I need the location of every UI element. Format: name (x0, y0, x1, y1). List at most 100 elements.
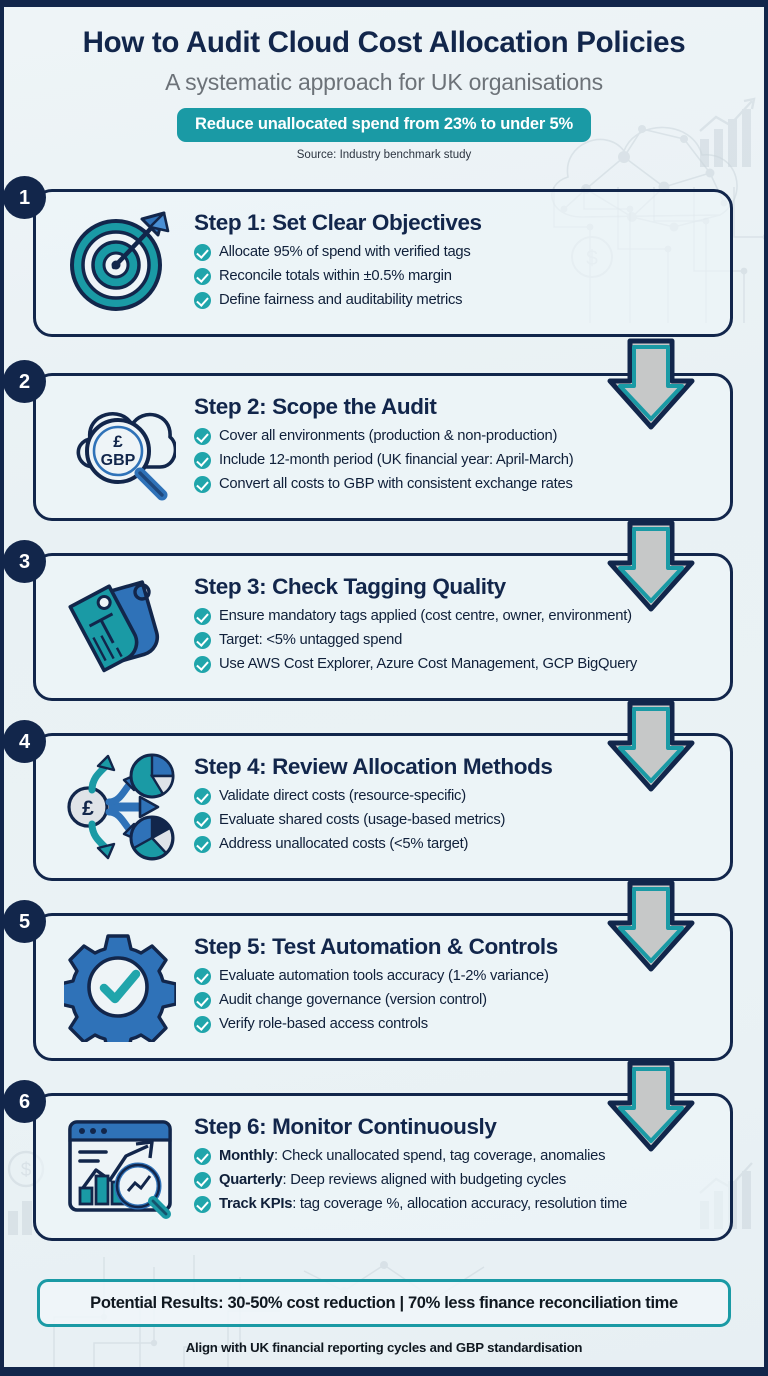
list-item: Track KPIs: tag coverage %, allocation a… (194, 1195, 716, 1215)
svg-text:GBP: GBP (101, 452, 136, 469)
potential-results-text: Potential Results: 30-50% cost reduction… (90, 1293, 678, 1312)
page-subtitle: A systematic approach for UK organisatio… (165, 68, 603, 95)
check-icon (194, 836, 211, 854)
step-bullets-2: Cover all environments (production & non… (194, 427, 716, 495)
bullet-text: Validate direct costs (resource-specific… (219, 787, 466, 804)
connector-arrow-4 (602, 879, 700, 975)
target-arrow-icon (50, 209, 190, 317)
step-title-4: Step 4: Review Allocation Methods (194, 754, 553, 780)
bullet-label: Track KPIs (219, 1195, 293, 1212)
bullet-text: Cover all environments (production & non… (219, 427, 558, 444)
bullet-text: Evaluate shared costs (usage-based metri… (219, 811, 506, 828)
page-title: How to Audit Cloud Cost Allocation Polic… (82, 26, 686, 59)
step-badge-5: 5 (4, 900, 46, 943)
step-bullets-3: Ensure mandatory tags applied (cost cent… (194, 607, 716, 675)
step-title-3: Step 3: Check Tagging Quality (194, 574, 506, 600)
step-content-3: Step 3: Check Tagging Quality Ensure man… (190, 574, 720, 679)
bullet-text: Use AWS Cost Explorer, Azure Cost Manage… (219, 655, 638, 672)
step-content-4: Step 4: Review Allocation Methods Valida… (190, 754, 720, 859)
bullet-text: Evaluate automation tools accuracy (1-2%… (219, 967, 549, 984)
check-icon (194, 632, 211, 650)
bullet-text: Ensure mandatory tags applied (cost cent… (219, 607, 632, 624)
check-icon (194, 788, 211, 806)
step-content-2: Step 2: Scope the Audit Cover all enviro… (190, 394, 720, 499)
connector-arrow-5 (602, 1059, 700, 1155)
list-item: Evaluate automation tools accuracy (1-2%… (194, 967, 716, 987)
step-badge-3: 3 (4, 540, 46, 583)
check-icon (194, 968, 211, 986)
price-tags-icon (50, 572, 190, 682)
check-icon (194, 1172, 211, 1190)
bullet-text: : tag coverage %, allocation accuracy, r… (292, 1195, 628, 1212)
highlight-pill-wrapper: Reduce unallocated spend from 23% to und… (4, 107, 764, 142)
list-item: Include 12-month period (UK financial ye… (194, 451, 716, 471)
bullet-text: Convert all costs to GBP with consistent… (219, 475, 573, 492)
check-icon (194, 244, 211, 262)
bullet-text: Address unallocated costs (<5% target) (219, 835, 469, 852)
step-badge-2: 2 (4, 360, 46, 403)
svg-text:£: £ (113, 432, 123, 451)
header: How to Audit Cloud Cost Allocation Polic… (4, 7, 764, 161)
list-item: Reconcile totals within ±0.5% margin (194, 267, 716, 287)
list-item: Verify role-based access controls (194, 1015, 716, 1035)
step-badge-6: 6 (4, 1080, 46, 1123)
list-item: Audit change governance (version control… (194, 991, 716, 1011)
bullet-text: : Deep reviews aligned with budgeting cy… (282, 1171, 567, 1188)
step-title-5: Step 5: Test Automation & Controls (194, 934, 558, 960)
source-label: Source: Industry benchmark study (296, 148, 472, 161)
check-icon (194, 656, 211, 674)
list-item: Cover all environments (production & non… (194, 427, 716, 447)
cost-distribution-pie-icon: £ (50, 752, 190, 862)
list-item: Define fairness and auditability metrics (194, 291, 716, 311)
bullet-text: Reconcile totals within ±0.5% margin (219, 267, 452, 284)
list-item: Allocate 95% of spend with verified tags (194, 243, 716, 263)
check-icon (194, 1148, 211, 1166)
step-card-1: 1 Step 1: Set Clear Objectives Allocate … (4, 176, 733, 337)
list-item: Target: <5% untagged spend (194, 631, 716, 651)
list-item: Ensure mandatory tags applied (cost cent… (194, 607, 716, 627)
step-card-6: 6 (4, 1080, 733, 1241)
check-icon (194, 268, 211, 286)
check-icon (194, 452, 211, 470)
list-item: Monthly: Check unallocated spend, tag co… (194, 1147, 716, 1167)
list-item: Address unallocated costs (<5% target) (194, 835, 716, 855)
step-card-3: 3 Step 3: Check Tagging Qual (4, 540, 733, 701)
step-title-6: Step 6: Monitor Continuously (194, 1114, 497, 1140)
step-badge-4: 4 (4, 720, 46, 763)
step-badge-1: 1 (4, 176, 46, 219)
step-content-6: Step 6: Monitor Continuously Monthly: Ch… (190, 1114, 720, 1219)
step-card-2: 2 £ GBP Step 2: Scope the Audit Cover al… (4, 360, 733, 521)
bullet-label: Monthly (219, 1147, 274, 1164)
step-title-1: Step 1: Set Clear Objectives (194, 210, 482, 236)
check-icon (194, 608, 211, 626)
step-card-5: 5 Step 5: Test Automation & Controls Eva… (4, 900, 733, 1061)
list-item: Convert all costs to GBP with consistent… (194, 475, 716, 495)
step-bullets-6: Monthly: Check unallocated spend, tag co… (194, 1147, 716, 1215)
connector-arrow-1 (602, 337, 700, 433)
bullet-text: Audit change governance (version control… (219, 991, 487, 1008)
step-bullets-5: Evaluate automation tools accuracy (1-2%… (194, 967, 716, 1035)
step-content-5: Step 5: Test Automation & Controls Evalu… (190, 934, 720, 1039)
bullet-text: Allocate 95% of spend with verified tags (219, 243, 471, 260)
check-icon (194, 992, 211, 1010)
svg-text:$: $ (21, 1160, 32, 1181)
list-item: Evaluate shared costs (usage-based metri… (194, 811, 716, 831)
list-item: Validate direct costs (resource-specific… (194, 787, 716, 807)
check-icon (194, 812, 211, 830)
step-bullets-1: Allocate 95% of spend with verified tags… (194, 243, 716, 311)
cloud-magnifier-gbp-icon: £ GBP (50, 393, 190, 501)
svg-text:£: £ (82, 797, 94, 820)
bullet-text: Verify role-based access controls (219, 1015, 428, 1032)
bullet-text: Include 12-month period (UK financial ye… (219, 451, 574, 468)
bullet-text: Define fairness and auditability metrics (219, 291, 463, 308)
footer-note: Align with UK financial reporting cycles… (185, 1340, 583, 1355)
check-icon (194, 1196, 211, 1214)
dashboard-analytics-icon (50, 1112, 190, 1222)
check-icon (194, 476, 211, 494)
highlight-pill: Reduce unallocated spend from 23% to und… (177, 107, 591, 142)
step-bullets-4: Validate direct costs (resource-specific… (194, 787, 716, 855)
connector-arrow-2 (602, 519, 700, 615)
list-item: Quarterly: Deep reviews aligned with bud… (194, 1171, 716, 1191)
bullet-text: : Check unallocated spend, tag coverage,… (273, 1147, 606, 1164)
